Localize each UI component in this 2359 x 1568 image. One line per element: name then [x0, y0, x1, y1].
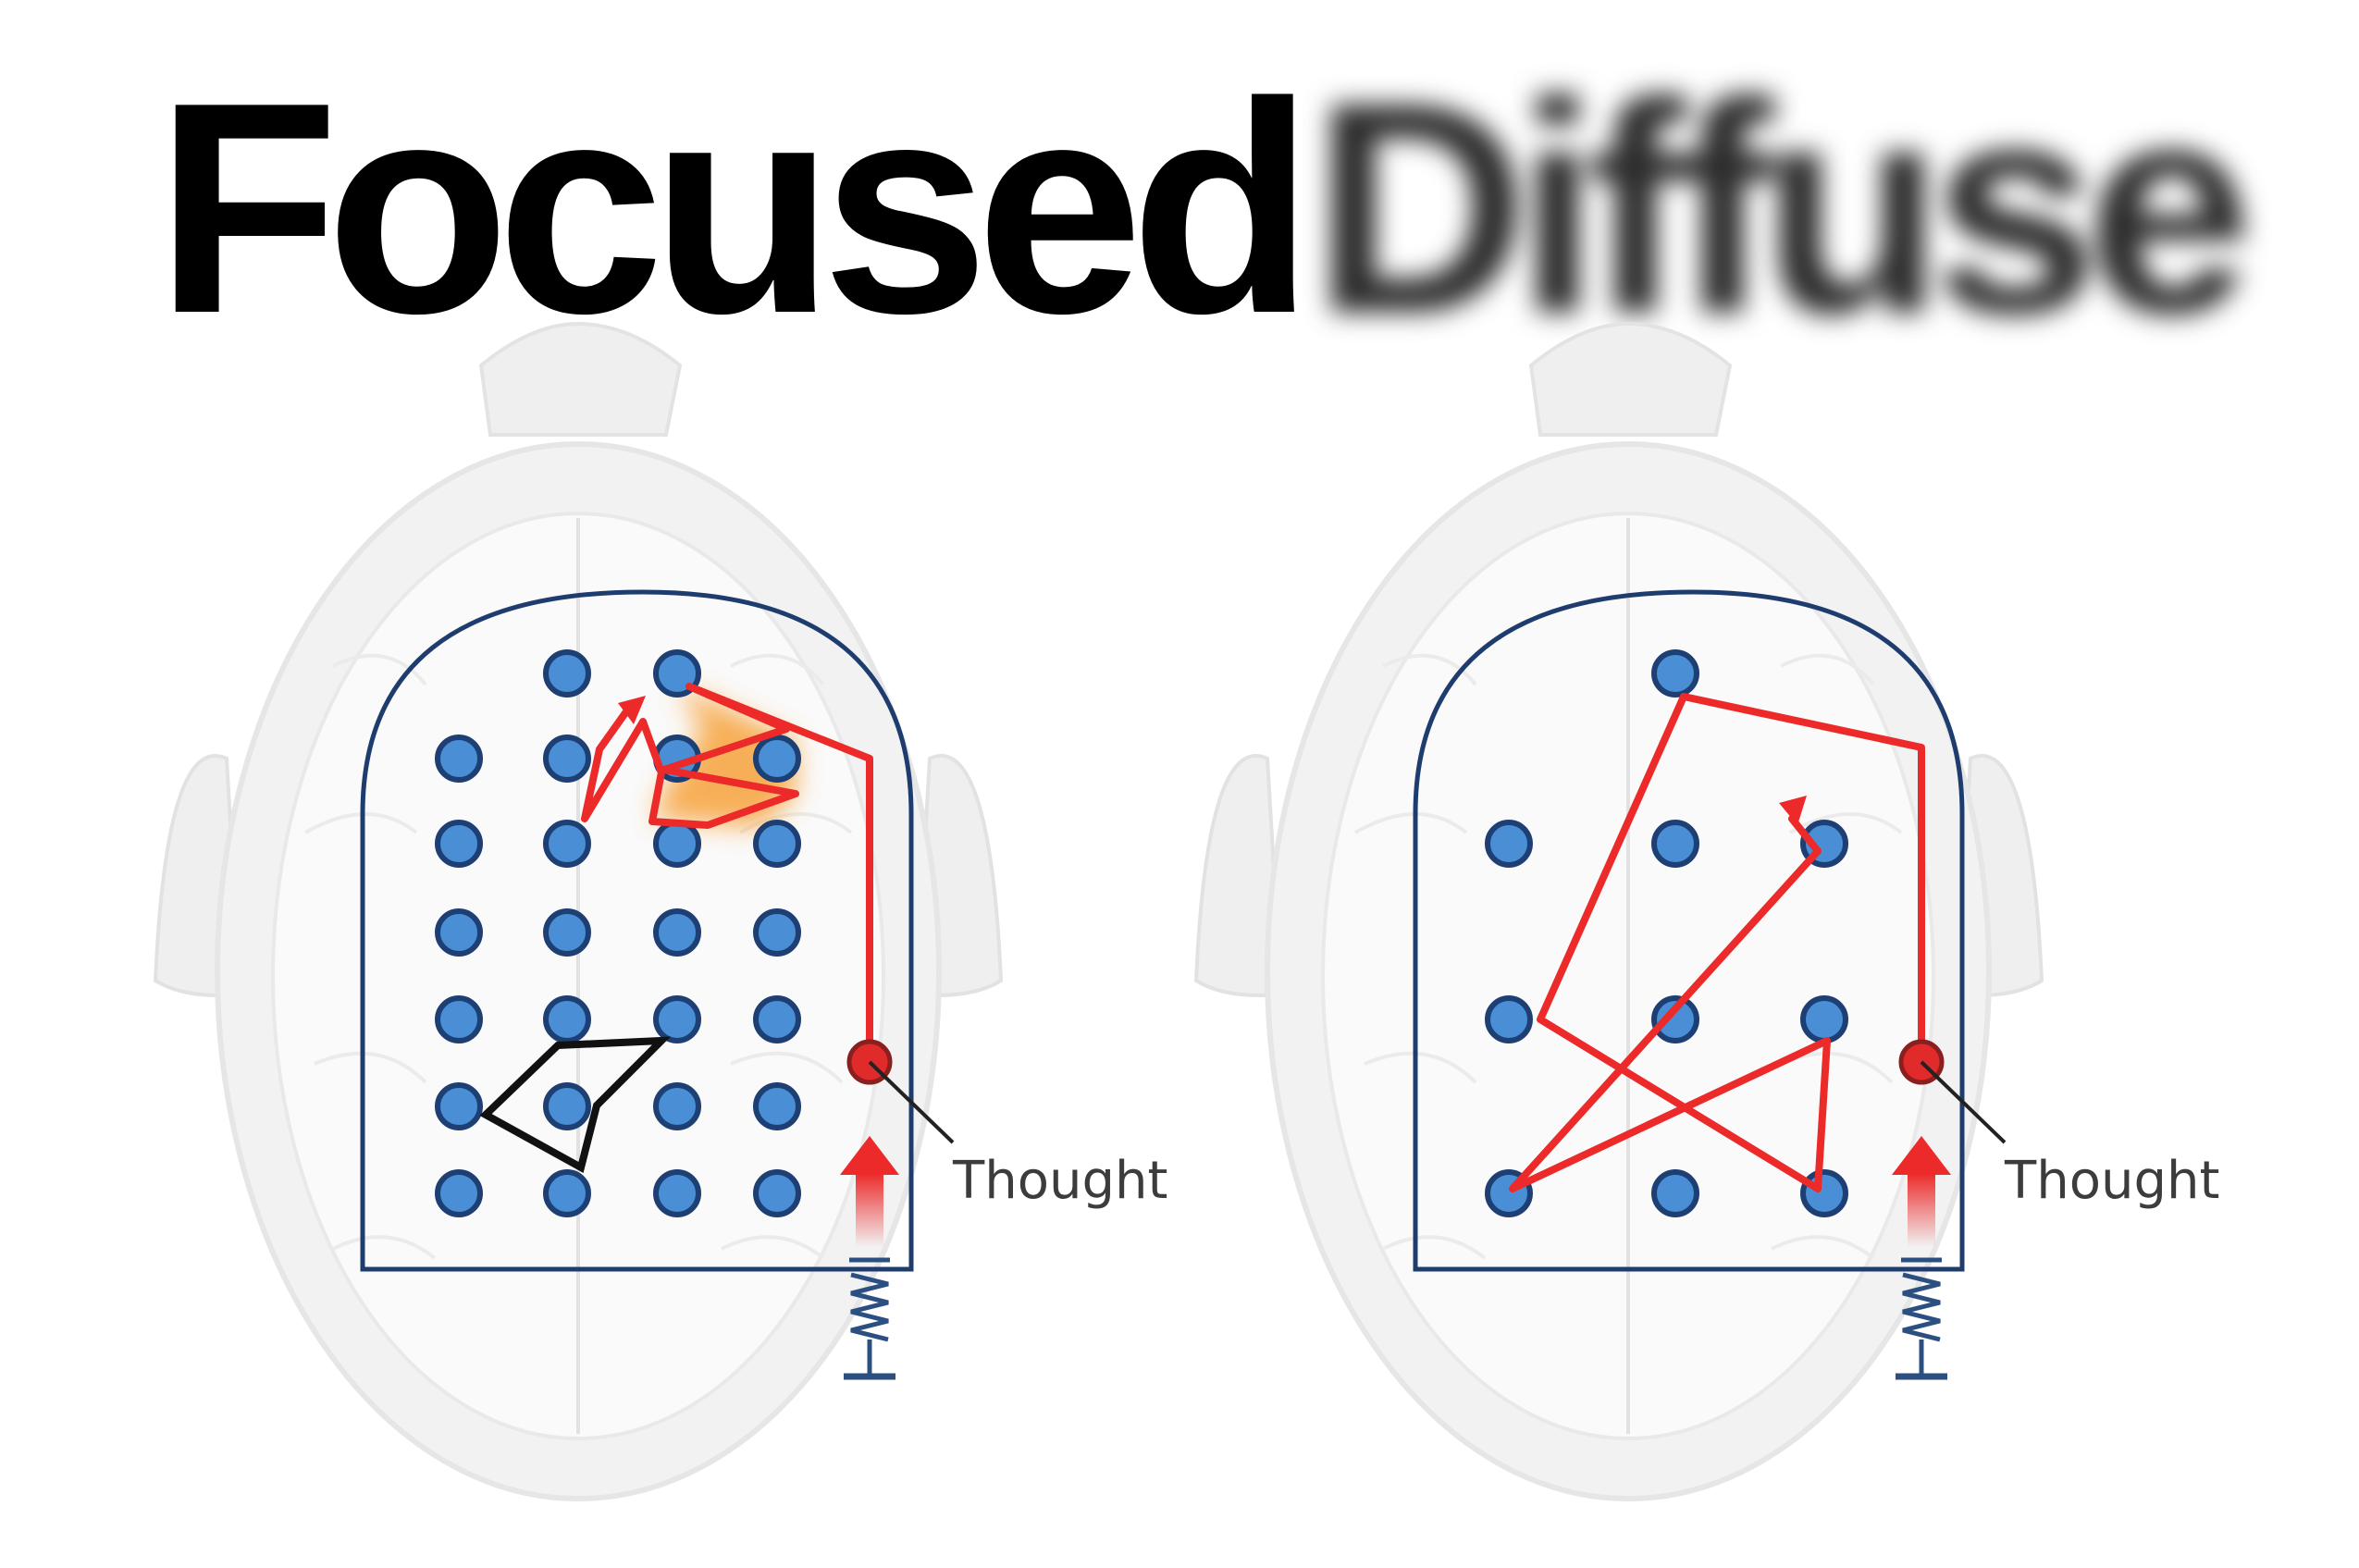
brain-head-outline-icon: [1193, 321, 2044, 1501]
dot: [653, 995, 701, 1043]
pinball-plunger-spring-icon: [1896, 1257, 1947, 1380]
thought-label: Thought: [2004, 1151, 2219, 1211]
diffuse-panel: Thought: [1180, 0, 2359, 1563]
dot: [1485, 995, 1533, 1043]
up-arrow-icon: [840, 1136, 899, 1247]
focus-glow: [652, 685, 796, 828]
up-arrow-icon: [618, 696, 646, 724]
dot: [753, 908, 801, 957]
dot: [435, 995, 483, 1043]
dot: [753, 1169, 801, 1217]
label-leader-line: [1920, 1060, 2007, 1144]
thought-label: Thought: [952, 1151, 1167, 1211]
dot: [1651, 1169, 1699, 1217]
focused-diagram: Thought: [153, 321, 1167, 1501]
focused-panel: Thought: [0, 0, 1180, 1563]
dot: [435, 735, 483, 783]
dot: [753, 820, 801, 868]
dot: [435, 820, 483, 868]
dot: [543, 1169, 591, 1217]
focused-title: Focused: [155, 40, 1314, 376]
dot: [1485, 820, 1533, 868]
pinball-plunger-spring-icon: [844, 1257, 895, 1380]
familiar-thought-pattern: [479, 1036, 672, 1174]
dot: [1800, 995, 1848, 1043]
dot: [543, 995, 591, 1043]
diffuse-title: Diffuse: [1312, 40, 2253, 376]
dot: [543, 1082, 591, 1130]
dot: [653, 1169, 701, 1217]
up-arrow-icon: [1779, 796, 1807, 825]
dot: [653, 820, 701, 868]
pinball-frame: [1413, 589, 1965, 1272]
dot: [753, 995, 801, 1043]
dot: [653, 1082, 701, 1130]
dot: [653, 908, 701, 957]
thought-path: [1509, 693, 1925, 1192]
dot: [1651, 820, 1699, 868]
dot: [543, 649, 591, 698]
up-arrow-icon: [1892, 1136, 1951, 1247]
thought-path: [581, 683, 873, 1066]
dot: [1651, 649, 1699, 698]
pinball-frame: [360, 589, 914, 1272]
dot: [543, 820, 591, 868]
dot: [435, 1169, 483, 1217]
dot: [1800, 1169, 1848, 1217]
dot: [1651, 995, 1699, 1043]
diffuse-diagram: Thought: [1193, 321, 2219, 1501]
dot: [543, 908, 591, 957]
dot: [753, 735, 801, 783]
dot: [435, 1082, 483, 1130]
brain-head-outline-icon: [153, 321, 1004, 1501]
dot: [543, 735, 591, 783]
dot: [435, 908, 483, 957]
dot: [753, 1082, 801, 1130]
label-leader-line: [868, 1060, 955, 1144]
